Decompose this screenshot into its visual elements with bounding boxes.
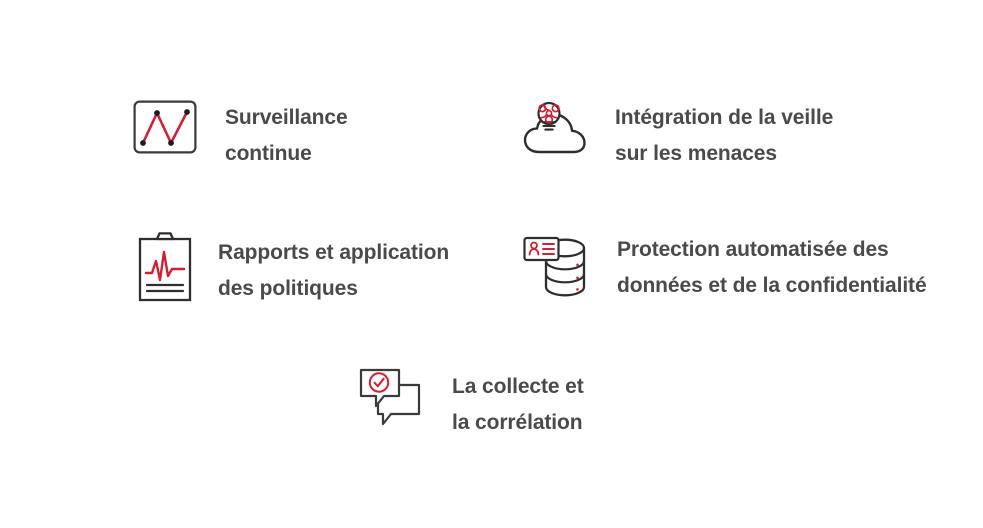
feature-item-threat-intel[interactable]: Intégration de la veille sur les menaces — [523, 100, 945, 172]
database-id-card-icon — [521, 231, 593, 308]
feature-label-collection: La collecte et la corrélation — [452, 375, 584, 434]
feature-label-data-privacy: Protection automatisée des données et de… — [617, 238, 927, 297]
feature-item-monitoring[interactable]: Surveillance continue — [133, 100, 525, 172]
line-chart-monitoring-icon — [133, 100, 197, 159]
speech-bubbles-check-icon — [358, 367, 424, 434]
feature-item-collection[interactable]: La collecte et la corrélation — [358, 367, 672, 441]
feature-item-data-privacy[interactable]: Protection automatisée des données et de… — [521, 231, 983, 308]
feature-label-reporting: Rapports et application des politiques — [218, 241, 450, 300]
feature-label-monitoring: Surveillance continue — [225, 106, 348, 165]
feature-item-reporting[interactable]: Rapports et application des politiques — [136, 231, 518, 308]
cloud-lightbulb-biohazard-icon — [523, 100, 593, 165]
clipboard-pulse-report-icon — [136, 231, 194, 308]
feature-label-threat-intel: Intégration de la veille sur les menaces — [615, 106, 834, 165]
